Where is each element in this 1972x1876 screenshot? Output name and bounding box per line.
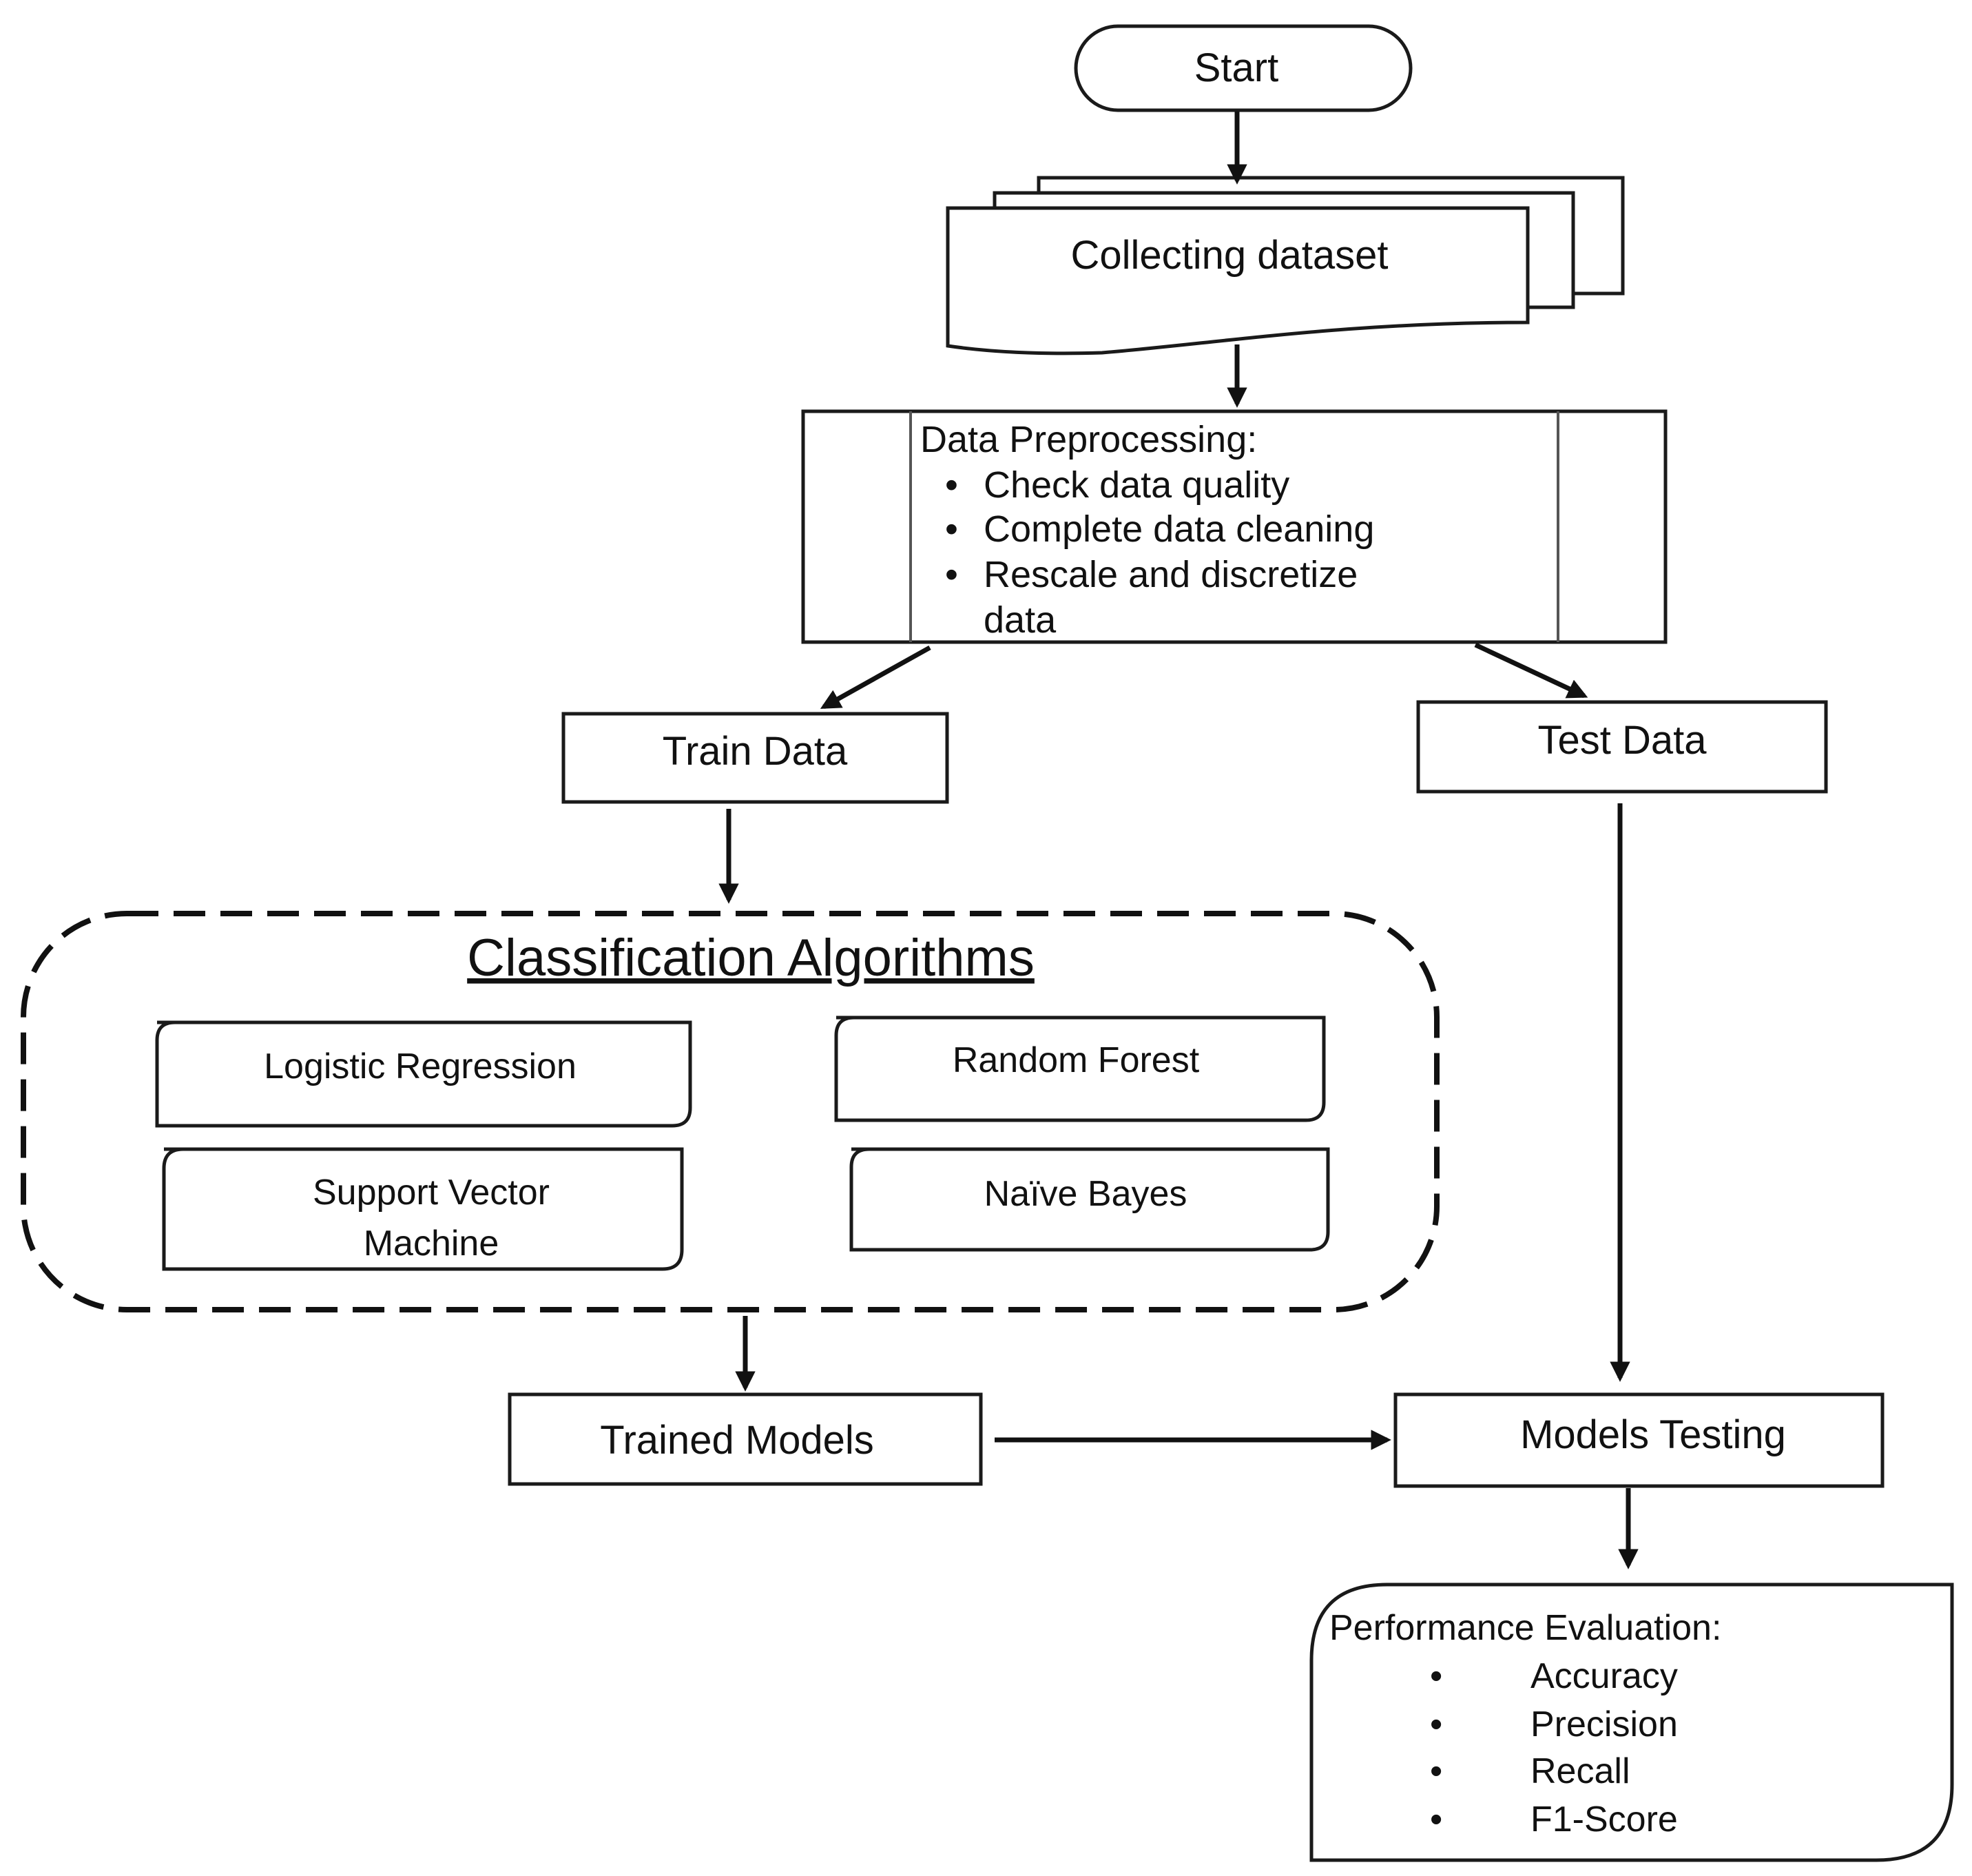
arrow-preprocess-to-test [1474, 642, 1588, 699]
machine-label: Machine [364, 1224, 499, 1264]
preprocessing-item: Check data quality [984, 464, 1289, 506]
preprocessing-item: Complete data cleaning [984, 508, 1374, 550]
arrow-preprocess-to-train [820, 645, 931, 710]
bullet: • [945, 464, 958, 506]
naive-bayes-box: Naïve Bayes [849, 1147, 1330, 1252]
performance-evaluation-title: Performance Evaluation: [1329, 1608, 1721, 1648]
bullet: • [1430, 1751, 1442, 1791]
trained-models-label: Trained Models [600, 1418, 874, 1463]
random-forest-box: Random Forest [834, 1016, 1326, 1122]
bullet: • [1430, 1656, 1442, 1696]
start-label: Start [1194, 45, 1279, 90]
classification-algorithms-title: Classification Algorithms [467, 929, 1035, 987]
bullet: • [1430, 1704, 1442, 1744]
support-vector-label: Support Vector [313, 1173, 550, 1213]
performance-evaluation-node: Performance Evaluation: • Accuracy • Pre… [1309, 1583, 1954, 1862]
models-testing-label: Models Testing [1520, 1412, 1786, 1457]
naive-bayes-label: Naïve Bayes [984, 1174, 1187, 1214]
random-forest-label: Random Forest [953, 1040, 1200, 1080]
collect-dataset-label: Collecting dataset [1070, 233, 1388, 278]
metric-item: F1-Score [1530, 1800, 1678, 1839]
preprocessing-title: Data Preprocessing: [920, 419, 1257, 460]
logistic-regression-box: Logistic Regression [155, 1020, 692, 1128]
logistic-regression-label: Logistic Regression [264, 1047, 577, 1086]
metric-item: Recall [1530, 1751, 1630, 1791]
preprocessing-item: data [984, 599, 1057, 641]
metric-item: Accuracy [1530, 1656, 1678, 1696]
support-vector-machine-box: Support Vector Machine [162, 1147, 684, 1271]
train-data-label: Train Data [663, 729, 848, 774]
bullet: • [1430, 1800, 1442, 1839]
models-testing-node: Models Testing [1393, 1392, 1885, 1488]
bullet: • [945, 554, 958, 595]
start-node: Start [1074, 24, 1413, 112]
train-data-node: Train Data [561, 712, 949, 804]
trained-models-node: Trained Models [508, 1392, 983, 1486]
test-data-node: Test Data [1416, 700, 1828, 794]
preprocessing-node: Data Preprocessing: • Check data quality… [801, 409, 1668, 644]
classification-algorithms-group: Classification Algorithms Logistic Regre… [21, 911, 1440, 1312]
preprocessing-item: Rescale and discretize [984, 554, 1358, 595]
bullet: • [945, 508, 958, 550]
metric-item: Precision [1530, 1704, 1678, 1744]
collect-dataset-node: Collecting dataset [946, 176, 1625, 355]
test-data-label: Test Data [1538, 718, 1708, 763]
